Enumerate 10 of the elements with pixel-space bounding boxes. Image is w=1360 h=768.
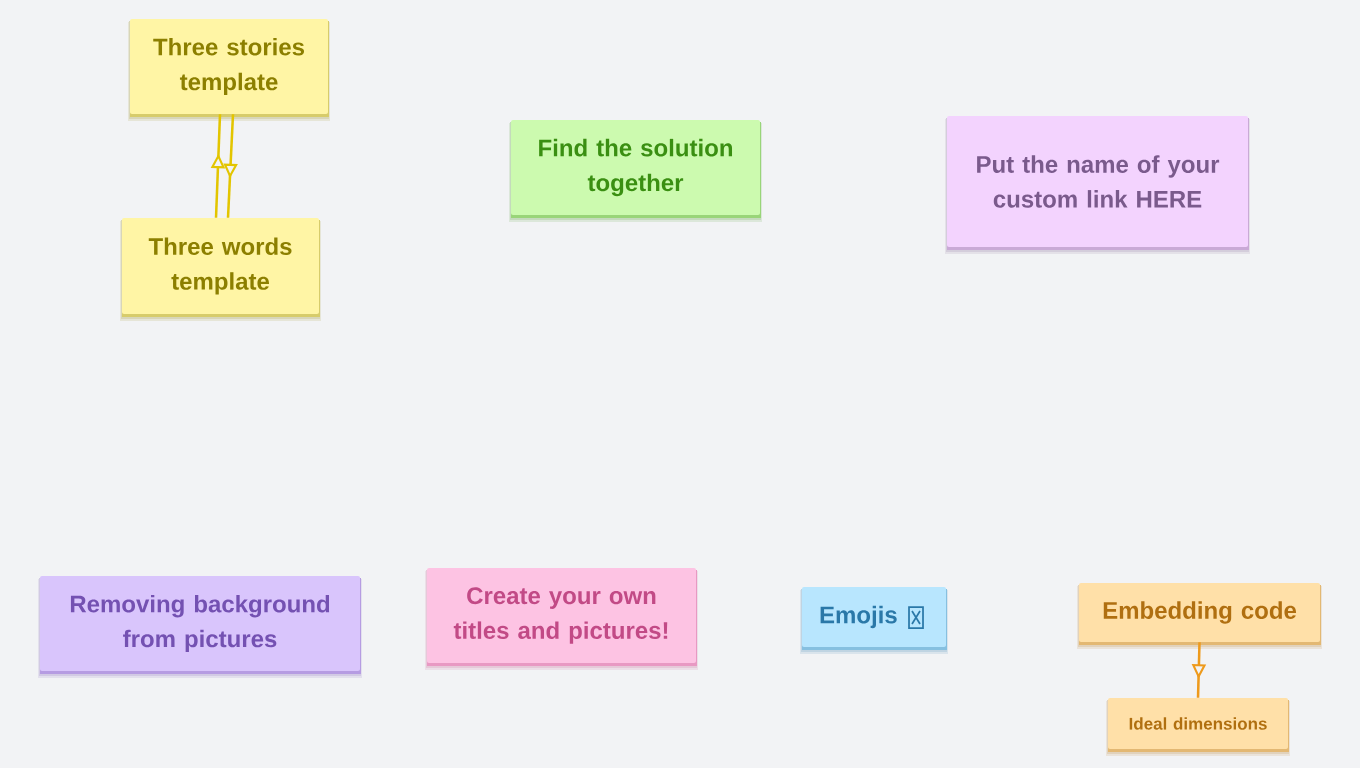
note-card: Removing background from pictures — [38, 576, 362, 678]
note-card: Ideal dimensions — [1106, 698, 1290, 756]
note-card: Find the solution together — [509, 120, 762, 222]
note-card: Three words template — [120, 218, 321, 321]
note-card: Embedding code — [1077, 583, 1322, 649]
note-card: Three stories template — [128, 19, 330, 121]
note-card: Create your own titles and pictures! — [425, 568, 698, 670]
note-card: Emojis — [800, 587, 948, 654]
arrow — [223, 114, 238, 218]
note-card: Put the name of your custom link HERE — [945, 116, 1250, 254]
